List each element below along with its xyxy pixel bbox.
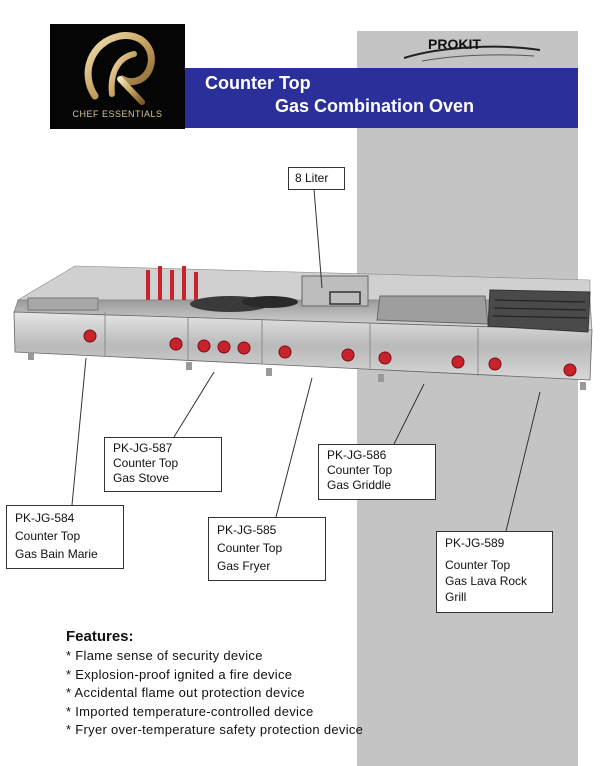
model-number: PK-JG-586 bbox=[327, 448, 387, 462]
product-label-bain-marie: PK-JG-584 Counter Top Gas Bain Marie bbox=[6, 505, 124, 569]
model-number: PK-JG-585 bbox=[217, 523, 277, 537]
feature-item: * Imported temperature-controlled device bbox=[66, 703, 314, 719]
product-line-1: Counter Top bbox=[217, 541, 283, 555]
logo-emblem-icon bbox=[84, 32, 155, 105]
product-line-2: Gas Stove bbox=[113, 471, 170, 485]
logo-text: CHEF ESSENTIALS bbox=[72, 109, 163, 119]
product-line-2: Gas Lava Rock bbox=[445, 574, 528, 588]
capacity-label: 8 Liter bbox=[288, 167, 345, 190]
product-line-2: Gas Fryer bbox=[217, 559, 271, 573]
feature-item: * Fryer over-temperature safety protecti… bbox=[66, 722, 364, 737]
product-label-griddle: PK-JG-586 Counter Top Gas Griddle bbox=[318, 444, 436, 500]
product-label-fryer: PK-JG-585 Counter Top Gas Fryer bbox=[208, 517, 326, 581]
feature-item: * Explosion-proof ignited a fire device bbox=[66, 666, 293, 682]
feature-item: * Accidental flame out protection device bbox=[66, 685, 305, 700]
product-line-3: Grill bbox=[445, 590, 467, 604]
title-bar: Counter Top Gas Combination Oven bbox=[185, 68, 578, 128]
title-line-2: Gas Combination Oven bbox=[275, 96, 475, 116]
model-number: PK-JG-584 bbox=[15, 511, 75, 525]
title-line-1: Counter Top bbox=[205, 73, 311, 93]
product-line-1: Counter Top bbox=[113, 456, 179, 470]
product-label-stove: PK-JG-587 Counter Top Gas Stove bbox=[104, 437, 222, 492]
product-line-1: Counter Top bbox=[15, 529, 81, 543]
features-heading: Features: bbox=[66, 628, 134, 645]
feature-item: * Flame sense of security device bbox=[66, 648, 263, 663]
features-section: Features: * Flame sense of security devi… bbox=[66, 628, 363, 740]
product-line-1: Counter Top bbox=[327, 463, 393, 477]
gray-background-band bbox=[357, 31, 578, 766]
model-number: PK-JG-589 bbox=[445, 536, 505, 550]
product-line-2: Gas Bain Marie bbox=[15, 547, 98, 561]
product-label-lava-rock-grill: PK-JG-589 Counter Top Gas Lava Rock Gril… bbox=[436, 531, 553, 613]
model-number: PK-JG-587 bbox=[113, 441, 173, 455]
product-line-1: Counter Top bbox=[445, 558, 511, 572]
prokit-swoosh-icon bbox=[403, 45, 541, 62]
prokit-brand: PROKIT bbox=[428, 36, 481, 52]
chef-essentials-logo: CHEF ESSENTIALS bbox=[50, 24, 185, 129]
product-line-2: Gas Griddle bbox=[327, 478, 392, 492]
